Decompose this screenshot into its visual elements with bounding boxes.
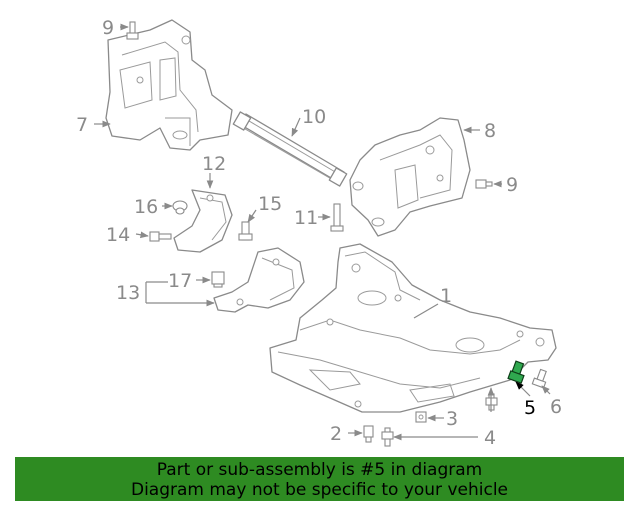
bolt-11: [330, 203, 344, 232]
bolt-9-right: [475, 179, 493, 189]
leader-1: [413, 303, 439, 319]
clip-17: [211, 271, 225, 288]
callout-11: 11: [294, 207, 318, 229]
callout-1: 1: [440, 285, 452, 307]
part-13-bracket: [213, 247, 305, 313]
clip-16: [172, 200, 188, 215]
leader-15: [247, 209, 257, 223]
nut-3: [415, 411, 427, 423]
callout-13: 13: [116, 282, 140, 304]
bolt-5-highlighted: [507, 360, 525, 384]
callout-9-right: 9: [506, 174, 518, 196]
part-8-bracket: [349, 117, 471, 237]
callout-3: 3: [446, 408, 458, 430]
banner-line-2: Diagram may not be specific to your vehi…: [130, 480, 508, 500]
callout-10: 10: [302, 106, 326, 128]
callout-9-top: 9: [102, 17, 114, 39]
bolt-15: [238, 221, 253, 241]
callout-4-lower: 4: [484, 427, 496, 449]
leader-10: [291, 117, 301, 137]
part-12-bracket: [173, 189, 233, 253]
bolt-2: [363, 425, 374, 443]
callout-2: 2: [330, 423, 342, 445]
leader-14: [135, 231, 149, 239]
callout-14: 14: [106, 224, 130, 246]
leader-6: [541, 385, 551, 395]
callout-16: 16: [134, 196, 158, 218]
part-7-bracket: [105, 19, 233, 151]
bolt-14: [149, 231, 172, 242]
callout-15: 15: [258, 193, 282, 215]
part-1-subframe: [269, 243, 557, 413]
part-10-tube: [232, 111, 348, 187]
leader-5: [515, 381, 531, 397]
parts-diagram: 9 7 10 8 9 12 16 15 11 14 17 13 1 5 6 3 …: [76, 17, 562, 449]
callout-7: 7: [76, 114, 88, 136]
banner-line-1: Part or sub-assembly is #5 in diagram: [156, 460, 483, 480]
callout-17: 17: [168, 270, 192, 292]
callout-5: 5: [524, 397, 536, 419]
bolt-9-top: [126, 21, 139, 40]
info-banner: Part or sub-assembly is #5 in diagram Di…: [15, 457, 624, 501]
leader-13: [145, 281, 214, 303]
callout-12: 12: [202, 153, 226, 175]
bolt-4-lower: [381, 427, 394, 447]
callout-8: 8: [484, 120, 496, 142]
bolt-6: [531, 368, 547, 389]
callout-6: 6: [550, 396, 562, 418]
